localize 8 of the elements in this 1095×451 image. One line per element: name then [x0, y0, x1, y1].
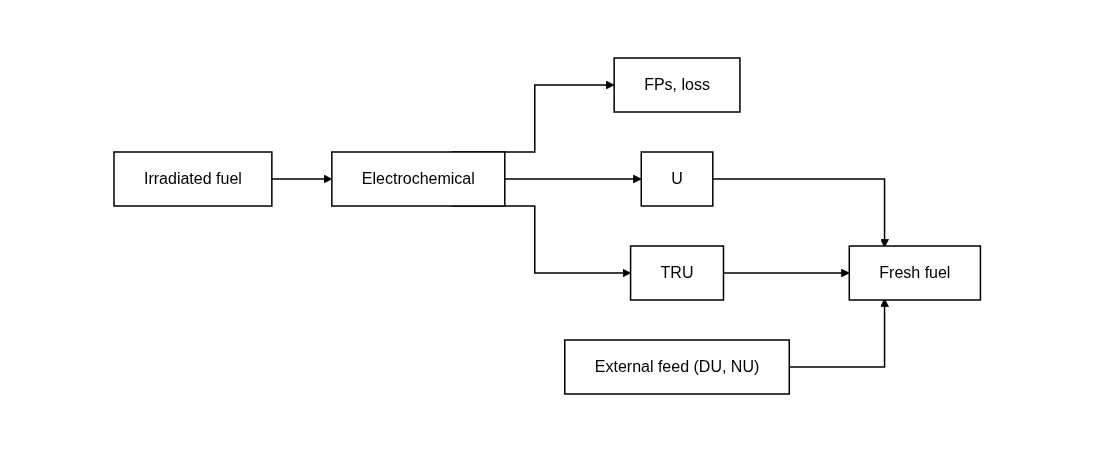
node-box: Electrochemical — [331, 150, 506, 207]
node-box: U — [640, 150, 714, 207]
arrow — [723, 268, 850, 277]
node-box: Fresh fuel — [848, 244, 982, 301]
node-box: FPs, loss — [613, 56, 741, 113]
node-box: Irradiated fuel — [113, 150, 273, 207]
node-box: External feed (DU, NU) — [564, 338, 791, 395]
node-box: TRU — [630, 244, 725, 301]
